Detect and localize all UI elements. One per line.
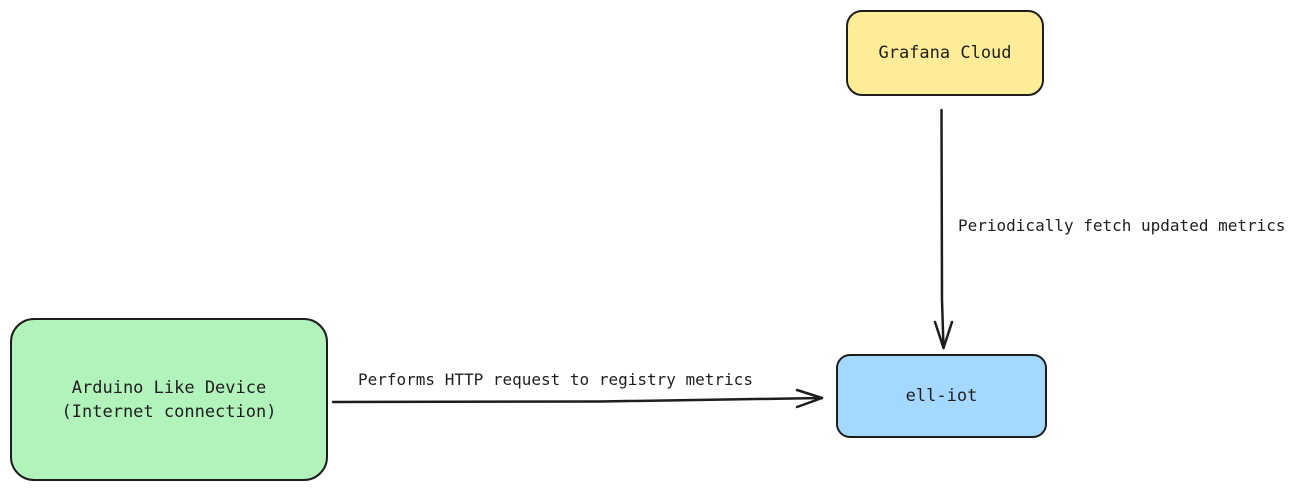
- arduino-device-node[interactable]: Arduino Like Device (Internet connection…: [10, 318, 328, 481]
- fetch-arrow-head: [933, 320, 954, 350]
- ell-iot-label: ell-iot: [905, 386, 978, 406]
- arduino-device-label-line2: (Internet connection): [61, 401, 277, 422]
- arduino-device-label-line1: Arduino Like Device: [71, 377, 267, 398]
- fetch-edge-label: Periodically fetch updated metrics: [958, 216, 1286, 235]
- grafana-cloud-label: Grafana Cloud: [878, 43, 1012, 63]
- ell-iot-node[interactable]: ell-iot: [836, 354, 1047, 438]
- http-edge-label: Performs HTTP request to registry metric…: [358, 370, 753, 389]
- grafana-cloud-node[interactable]: Grafana Cloud: [846, 10, 1044, 96]
- fetch-arrow-line: [940, 108, 945, 350]
- http-arrow-head: [795, 388, 824, 409]
- http-arrow-line: [331, 396, 824, 404]
